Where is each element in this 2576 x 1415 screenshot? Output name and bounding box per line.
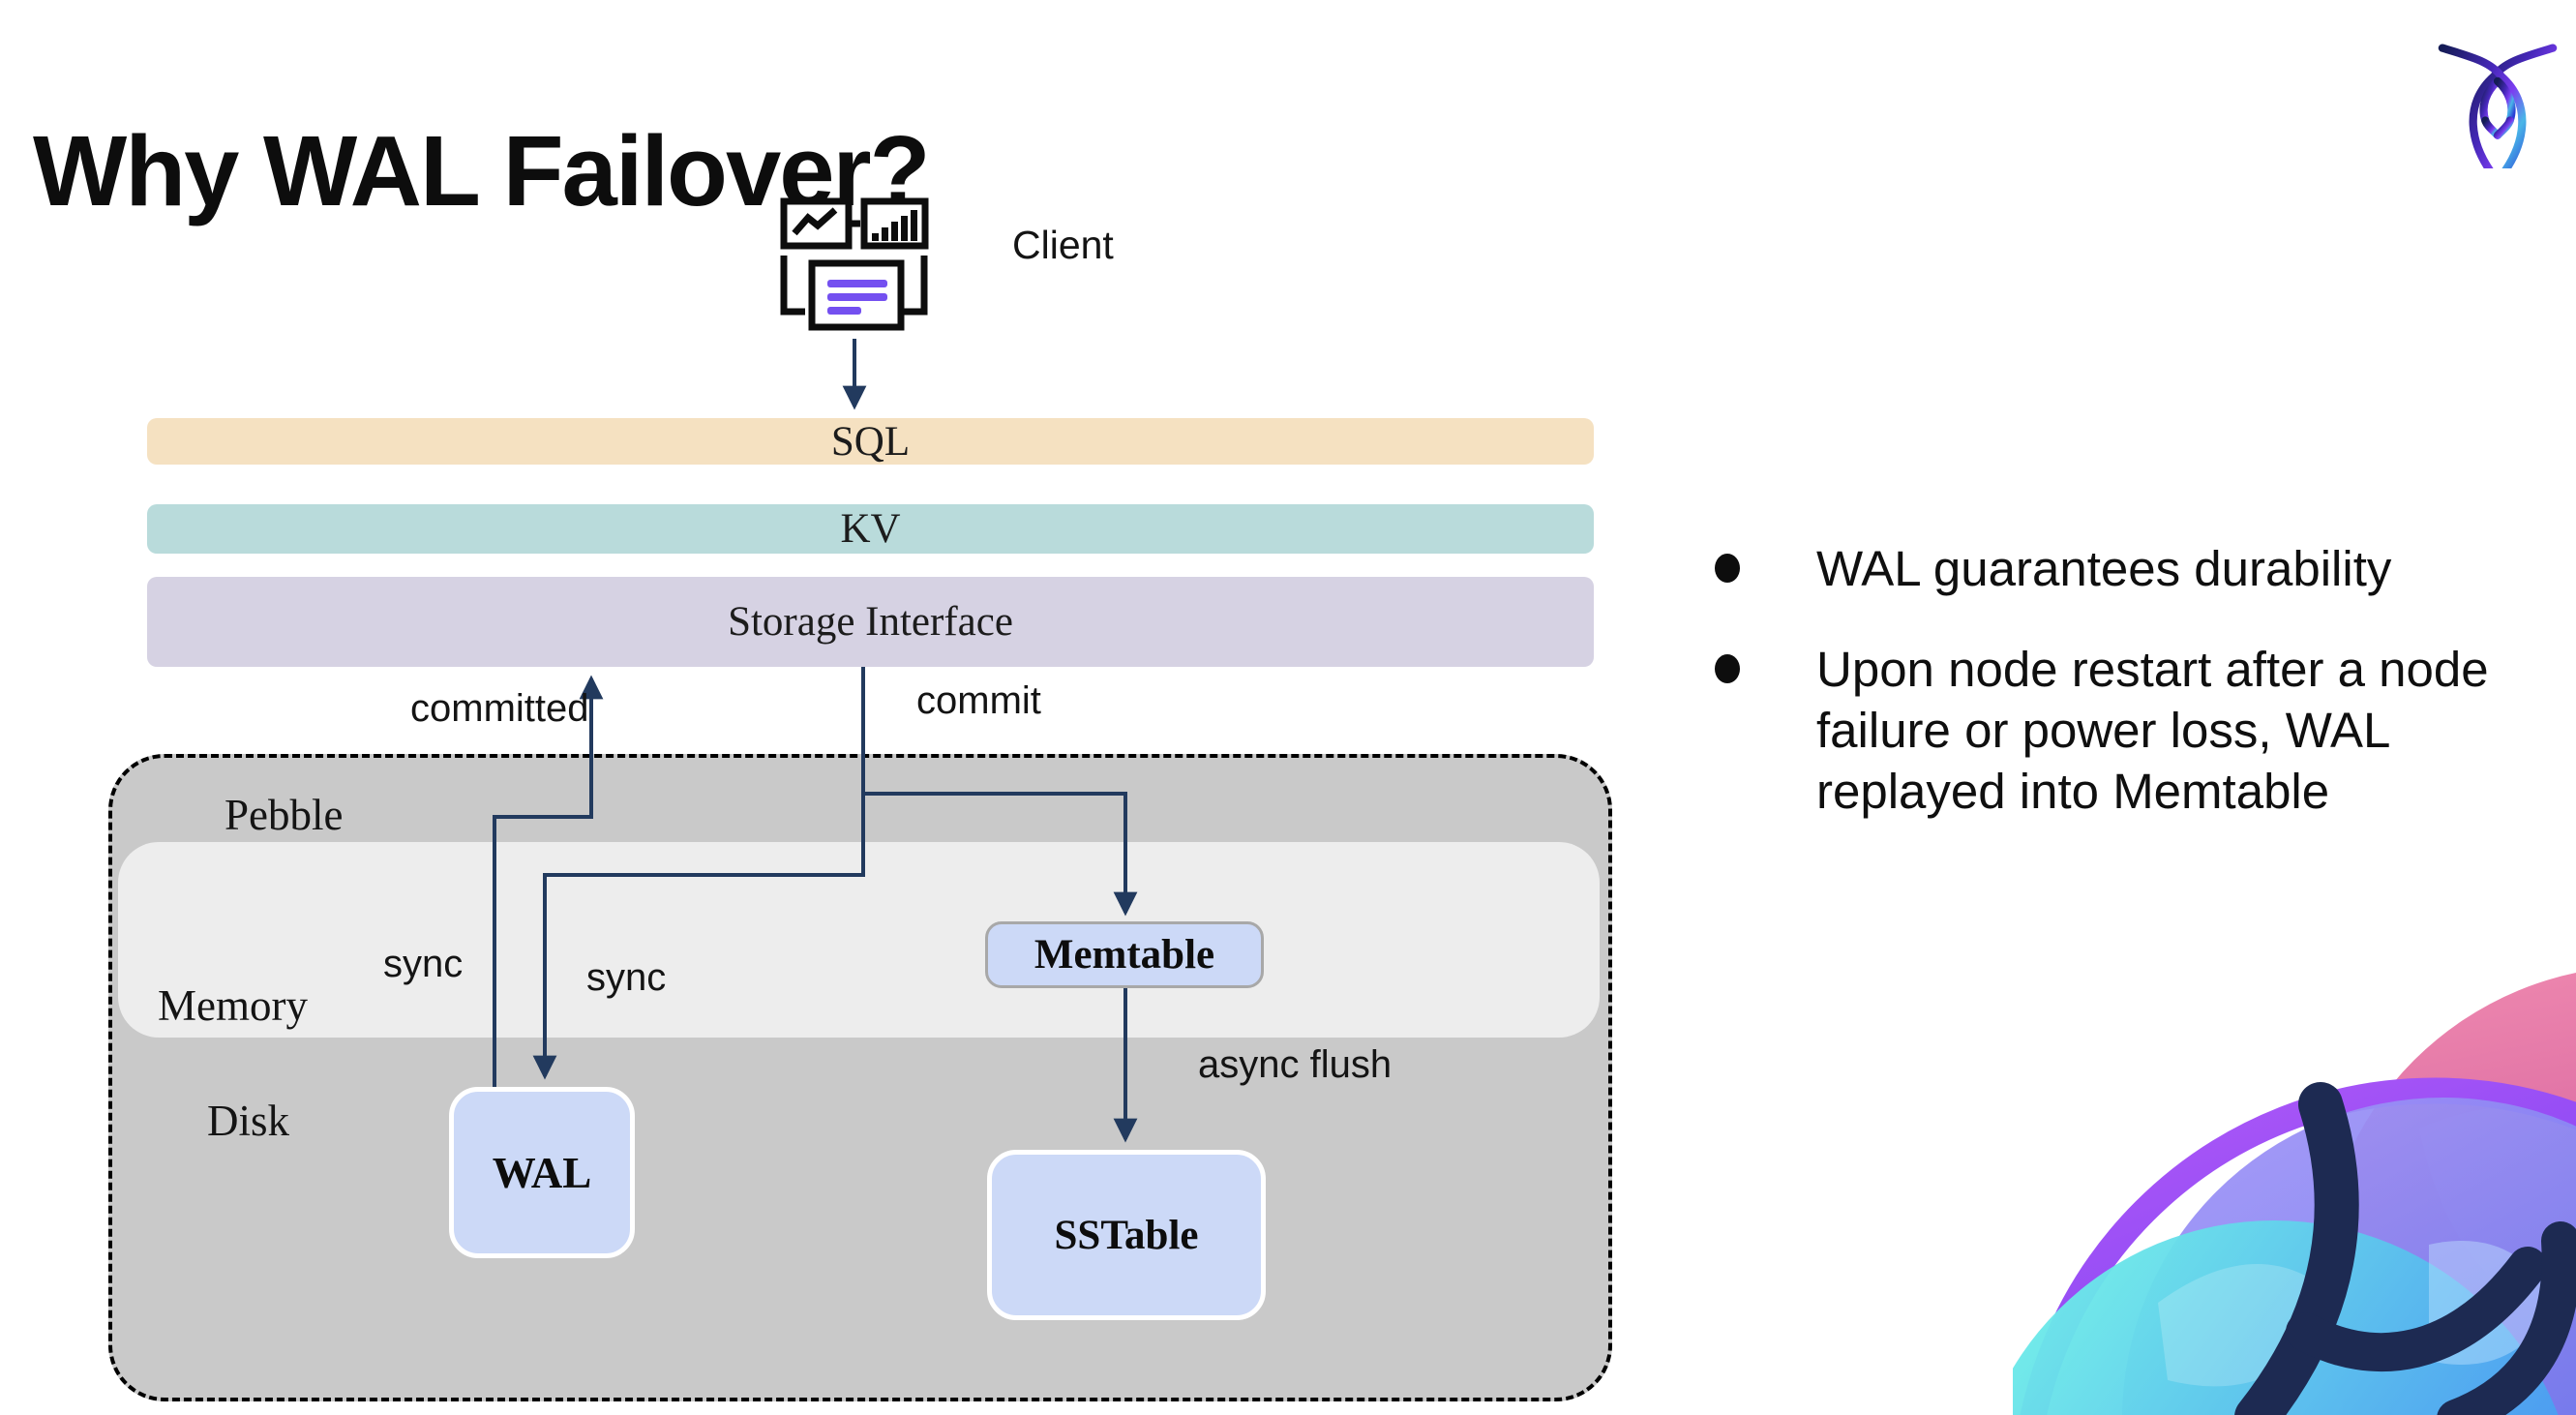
bullet-text-1: WAL guarantees durability [1816, 541, 2392, 596]
edge-label-committed: committed [410, 687, 589, 730]
list-item: Upon node restart after a node failure o… [1715, 639, 2547, 822]
layer-bar-kv: KV [147, 504, 1594, 554]
node-sstable-label: SSTable [1054, 1212, 1199, 1258]
bullet-list: WAL guarantees durability Upon node rest… [1715, 538, 2547, 861]
client-dashboard-icon [780, 197, 929, 331]
node-wal-label: WAL [492, 1148, 592, 1197]
edge-label-async-flush: async flush [1198, 1043, 1393, 1086]
edge-label-commit: commit [916, 679, 1041, 722]
bullet-text-2: Upon node restart after a node failure o… [1816, 642, 2489, 819]
brand-circles-graphic [2013, 973, 2576, 1415]
edge-label-sync-1: sync [383, 943, 464, 985]
bullet-dot-icon [1715, 654, 1740, 683]
layer-label-storage-interface: Storage Interface [728, 599, 1013, 645]
node-wal: WAL [449, 1087, 635, 1258]
pebble-label: Pebble [225, 791, 344, 839]
layer-bar-sql: SQL [147, 418, 1594, 465]
memory-band [118, 842, 1600, 1038]
client-label: Client [1012, 223, 1114, 267]
cockroachdb-logo-icon [2438, 44, 2558, 168]
layer-label-sql: SQL [830, 418, 911, 465]
node-memtable: Memtable [985, 921, 1264, 988]
node-sstable: SSTable [987, 1150, 1266, 1320]
memory-region-label: Memory [158, 981, 308, 1030]
layer-label-kv: KV [840, 506, 901, 552]
bullet-dot-icon [1715, 554, 1740, 583]
edge-label-sync-2: sync [586, 956, 667, 999]
disk-region-label: Disk [207, 1097, 290, 1145]
node-memtable-label: Memtable [1033, 932, 1215, 978]
list-item: WAL guarantees durability [1715, 538, 2547, 599]
layer-bar-storage-interface: Storage Interface [147, 577, 1594, 667]
